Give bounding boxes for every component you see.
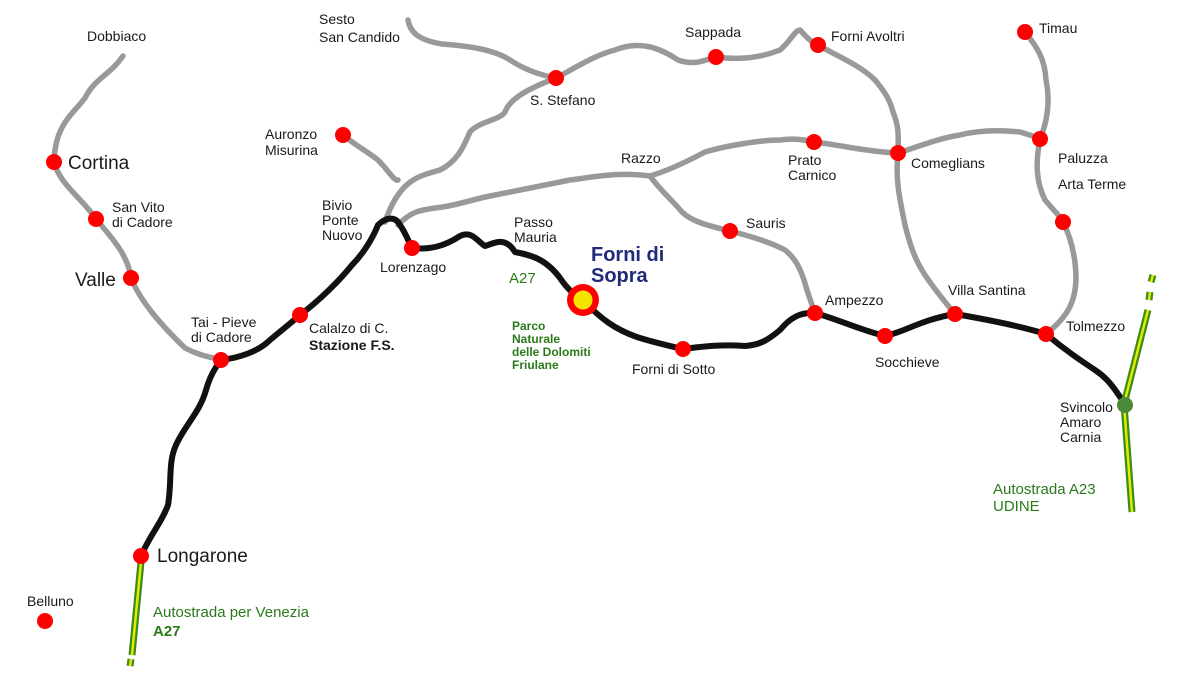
road-comeglians-villasantina <box>894 150 958 317</box>
town-marker-lorenzago[interactable] <box>404 240 420 256</box>
label-s-stefano: S. Stefano <box>530 92 596 108</box>
label-di-cadore-sv: di Cadore <box>112 214 173 230</box>
road-razzo-sauris-ampezzo <box>647 173 818 316</box>
route-tolmezzo-svincolo <box>1043 331 1128 407</box>
town-marker-comeglians[interactable] <box>890 145 906 161</box>
highlight-marker-forni-sopra[interactable] <box>567 284 599 316</box>
label-timau: Timau <box>1039 20 1077 36</box>
town-marker-sappada[interactable] <box>708 49 724 65</box>
label-paluzza: Paluzza <box>1058 150 1108 166</box>
label-nuovo: Nuovo <box>322 227 363 243</box>
town-marker-arta-terme[interactable] <box>1055 214 1071 230</box>
route-forni-sopra-tolmezzo <box>580 297 1049 352</box>
label-sauris: Sauris <box>746 215 786 231</box>
label-sesto: Sesto <box>319 11 355 27</box>
label-forni-avoltri: Forni Avoltri <box>831 28 905 44</box>
label-longarone: Longarone <box>157 546 248 567</box>
road-comeglians-paluzza <box>895 128 1043 156</box>
town-marker-timau[interactable] <box>1017 24 1033 40</box>
label-delle-dolomiti: delle Dolomiti <box>512 345 591 359</box>
town-marker-villa-santina[interactable] <box>947 306 963 322</box>
road-paluzza-tolmezzo <box>1034 136 1079 337</box>
town-marker-longarone[interactable] <box>133 548 149 564</box>
road-sesto-sstefano <box>405 17 559 81</box>
label-forni-sotto: Forni di Sotto <box>632 361 715 377</box>
road-sstefano-bivio <box>382 75 559 225</box>
town-marker-san-vito[interactable] <box>88 211 104 227</box>
label-arta-terme: Arta Terme <box>1058 176 1126 192</box>
road-timau-paluzza <box>1022 29 1051 142</box>
label-passo: Passo <box>514 214 553 230</box>
label-villa-santina: Villa Santina <box>948 282 1026 298</box>
label-socchieve: Socchieve <box>875 354 940 370</box>
town-marker-prato[interactable] <box>806 134 822 150</box>
label-sappada: Sappada <box>685 24 741 40</box>
label-forni-sopra-2: Sopra <box>591 265 649 287</box>
highway-a23-udine <box>1120 274 1157 513</box>
label-forni-sopra-1: Forni di <box>591 244 664 266</box>
route-longarone-lorenzago <box>138 215 415 559</box>
town-marker-cortina[interactable] <box>46 154 62 170</box>
town-marker-socchieve[interactable] <box>877 328 893 344</box>
junction-marker-svincolo[interactable] <box>1117 397 1133 413</box>
label-mauria: Mauria <box>514 229 557 245</box>
town-marker-paluzza[interactable] <box>1032 131 1048 147</box>
label-carnia: Carnia <box>1060 429 1101 445</box>
label-dobbiaco: Dobbiaco <box>87 28 146 44</box>
label-ampezzo: Ampezzo <box>825 292 884 308</box>
label-stazione: Stazione F.S. <box>309 337 395 353</box>
label-venezia: Autostrada per Venezia <box>153 604 310 621</box>
label-comeglians: Comeglians <box>911 155 985 171</box>
label-a27-venezia: A27 <box>153 623 181 640</box>
town-marker-ampezzo[interactable] <box>807 305 823 321</box>
label-svincolo: Svincolo <box>1060 399 1113 415</box>
label-belluno: Belluno <box>27 593 74 609</box>
label-prato: Prato <box>788 152 822 168</box>
label-razzo: Razzo <box>621 150 661 166</box>
label-lorenzago: Lorenzago <box>380 259 446 275</box>
secondary-roads <box>51 17 1079 363</box>
town-marker-tai[interactable] <box>213 352 229 368</box>
road-auronzo-bivio <box>340 132 401 183</box>
town-marker-forni-avoltri[interactable] <box>810 37 826 53</box>
highway-a27-longarone <box>126 561 145 667</box>
town-marker-s-stefano[interactable] <box>548 70 564 86</box>
road-avoltri-comeglians <box>815 42 902 156</box>
label-san-vito: San Vito <box>112 199 165 215</box>
label-tolmezzo: Tolmezzo <box>1066 318 1125 334</box>
label-tai: Tai - Pieve <box>191 314 257 330</box>
town-marker-belluno[interactable] <box>37 613 53 629</box>
label-amaro: Amaro <box>1060 414 1101 430</box>
label-ponte: Ponte <box>322 212 359 228</box>
label-bivio: Bivio <box>322 197 353 213</box>
town-marker-calalzo[interactable] <box>292 307 308 323</box>
label-parco: Parco <box>512 319 545 333</box>
label-calalzo: Calalzo di C. <box>309 320 388 336</box>
route-lorenzago-forni-sopra <box>409 231 586 303</box>
town-marker-forni-sotto[interactable] <box>675 341 691 357</box>
town-markers <box>37 24 1133 629</box>
main-route <box>138 215 1128 559</box>
label-cortina: Cortina <box>68 153 130 174</box>
label-san-candido: San Candido <box>319 29 400 45</box>
town-marker-auronzo[interactable] <box>335 127 351 143</box>
label-a23: Autostrada A23 <box>993 481 1096 498</box>
label-carnico: Carnico <box>788 167 836 183</box>
label-a27-small: A27 <box>509 270 536 287</box>
label-misurina: Misurina <box>265 142 318 158</box>
label-friulane: Friulane <box>512 358 559 372</box>
label-auronzo: Auronzo <box>265 126 317 142</box>
place-labels: Dobbiaco Sesto San Candido Sappada Forni… <box>27 11 1126 640</box>
label-di-cadore-tai: di Cadore <box>191 329 252 345</box>
label-naturale: Naturale <box>512 332 560 346</box>
label-valle: Valle <box>75 270 116 291</box>
town-marker-valle[interactable] <box>123 270 139 286</box>
label-udine: UDINE <box>993 498 1040 515</box>
town-marker-tolmezzo[interactable] <box>1038 326 1054 342</box>
town-marker-sauris[interactable] <box>722 223 738 239</box>
